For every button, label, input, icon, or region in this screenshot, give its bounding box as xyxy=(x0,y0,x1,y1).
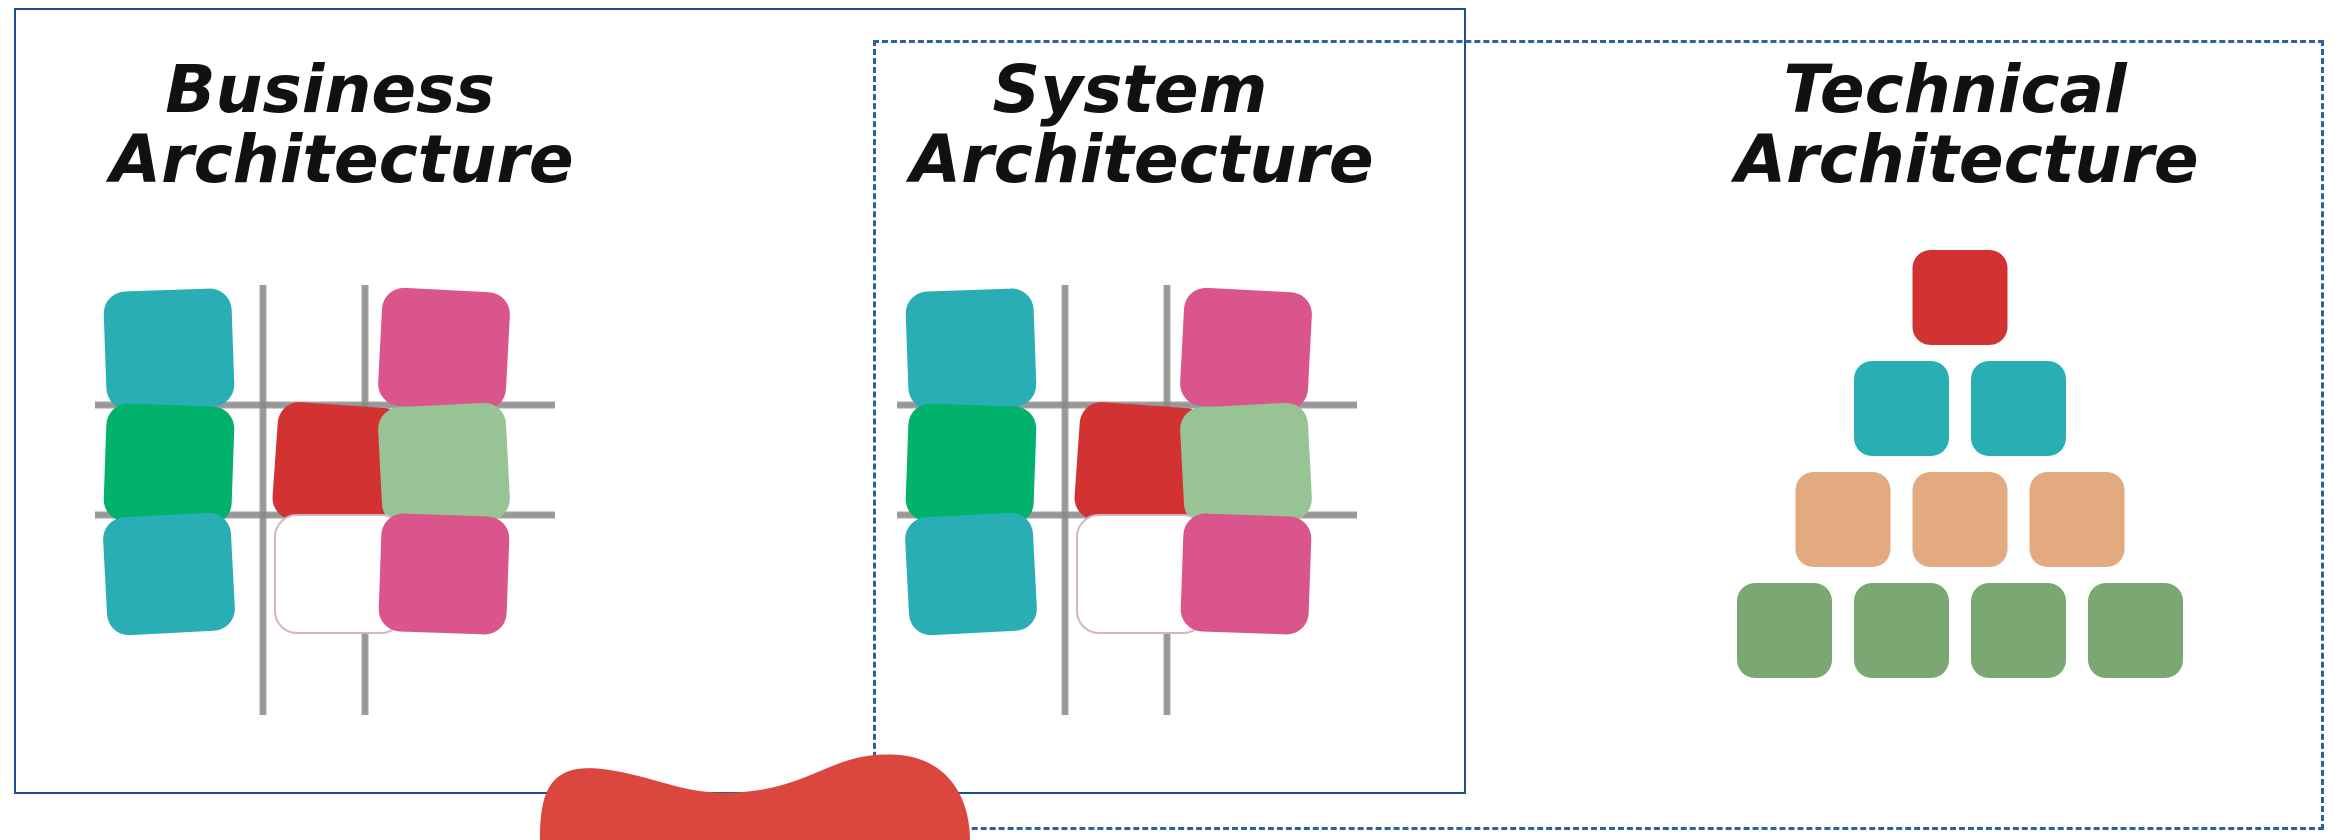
grid-tile-pink xyxy=(378,287,510,411)
pyramid-tile-teal xyxy=(1971,361,2066,456)
pyramid-tile-sage xyxy=(1737,583,1832,678)
title-line-1: Business xyxy=(165,51,495,128)
grid-tile-light_green xyxy=(1180,402,1312,526)
title-line-2: Architecture xyxy=(110,121,574,198)
business-grid-illustration xyxy=(95,285,555,715)
pyramid-tile-sage xyxy=(1854,583,1949,678)
grid-tile-pink xyxy=(1180,287,1312,411)
pyramid-tile-red xyxy=(1912,250,2008,345)
pyramid-tile-sage xyxy=(1971,583,2066,678)
title-line-1: System xyxy=(992,51,1268,128)
grid-tile-teal xyxy=(103,512,235,636)
grid-tile-pink xyxy=(378,513,510,635)
grid-tile-teal xyxy=(905,288,1037,410)
grid-tile-green xyxy=(905,403,1037,525)
grid-tile-red xyxy=(1074,402,1208,526)
pyramid-tile-peach xyxy=(1912,472,2008,567)
system-technical-frame xyxy=(873,40,2324,830)
blob-path xyxy=(540,754,970,840)
title-line-2: Architecture xyxy=(1735,121,2199,198)
system-grid-illustration xyxy=(897,285,1357,715)
pyramid-tile-teal xyxy=(1854,361,1949,456)
red-blob-shape xyxy=(540,754,970,840)
pyramid-tile-peach xyxy=(1795,472,1891,567)
grid-tile-teal xyxy=(905,512,1037,636)
title-line-1: Technical xyxy=(1783,51,2127,128)
grid-tile-pink xyxy=(1180,513,1312,635)
business-architecture-title: Business Architecture xyxy=(110,51,574,198)
grid-tile-red xyxy=(272,402,406,526)
grid-tile-teal xyxy=(103,288,235,410)
grid-tile-green xyxy=(103,403,235,525)
title-line-2: Architecture xyxy=(910,121,1374,198)
grid-tile-light_green xyxy=(378,402,510,526)
pyramid-tile-peach xyxy=(2029,472,2125,567)
technical-pyramid-illustration xyxy=(1737,250,2183,678)
pyramid-tile-sage xyxy=(2088,583,2183,678)
system-architecture-title: System Architecture xyxy=(910,51,1374,198)
technical-architecture-title: Technical Architecture xyxy=(1735,51,2199,198)
